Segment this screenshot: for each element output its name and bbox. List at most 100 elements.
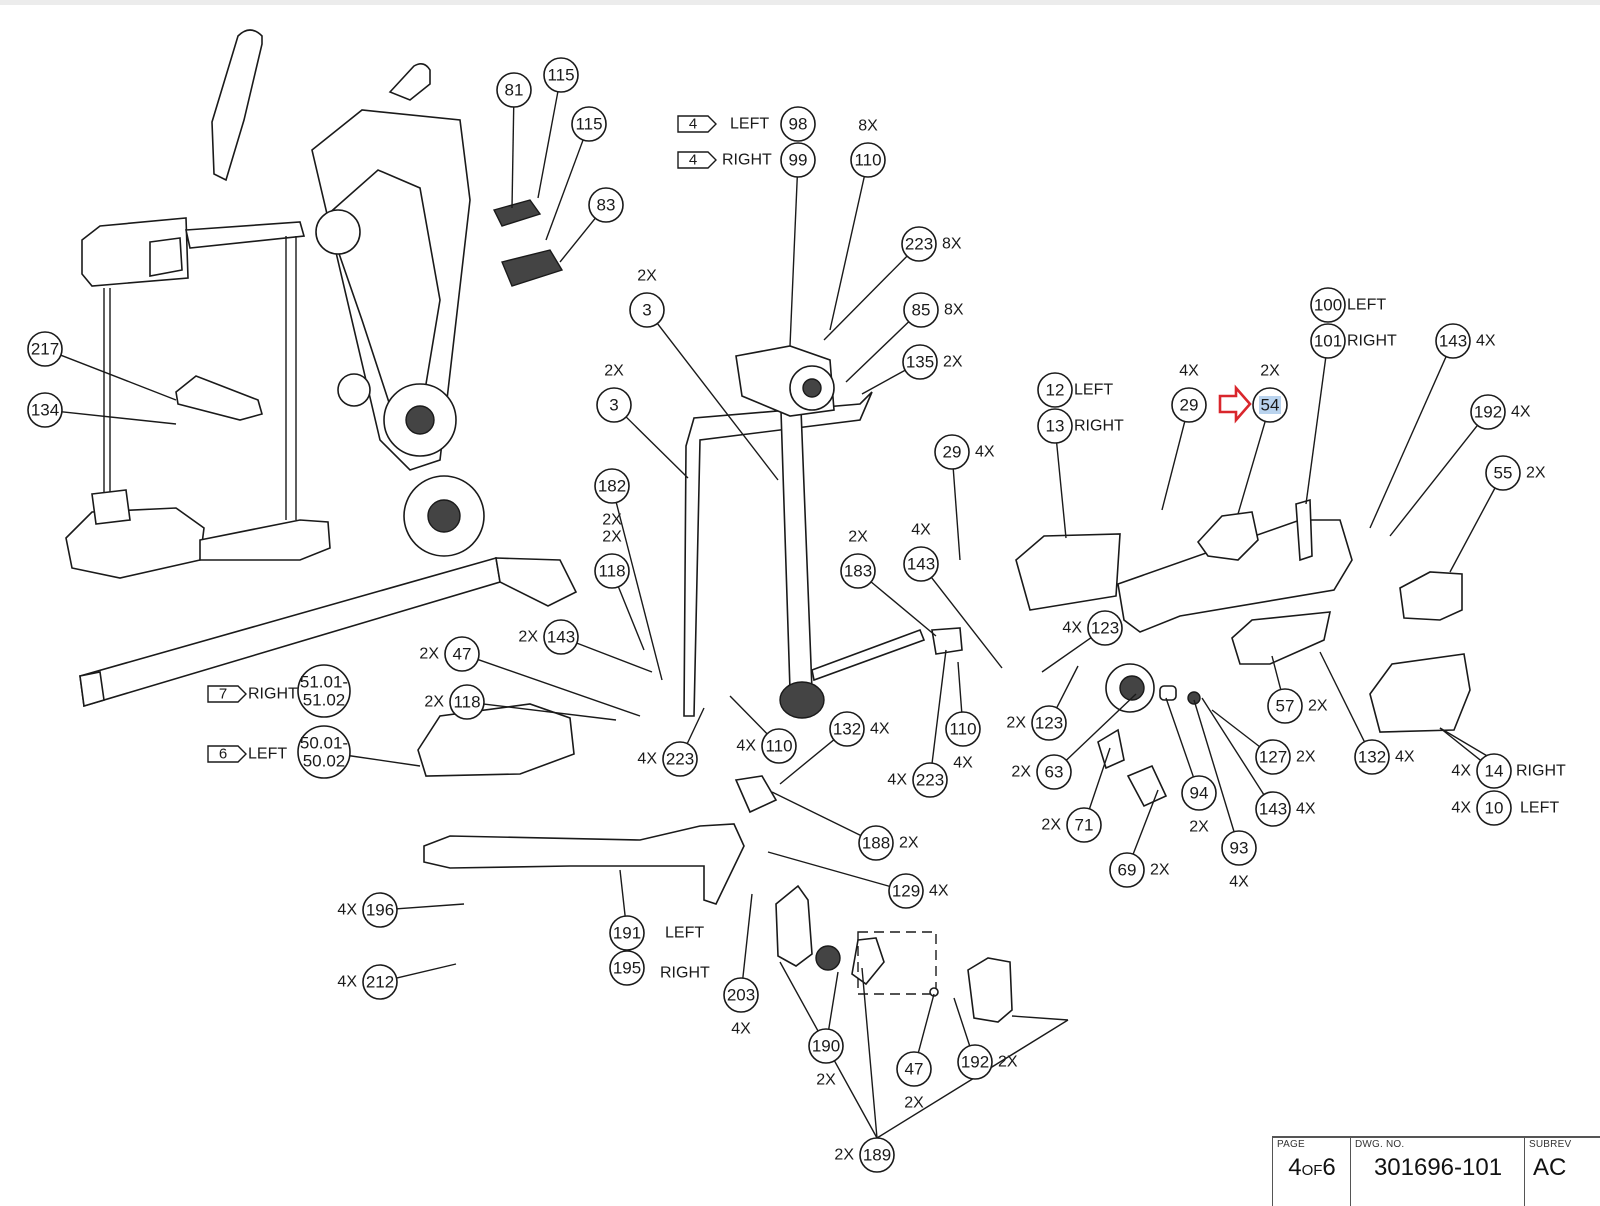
quantity-label: 2X xyxy=(637,268,657,285)
callout-number: 134 xyxy=(31,401,59,420)
callout-bubble xyxy=(1037,372,1073,408)
callout-bubble xyxy=(840,553,876,589)
leader-line-63 xyxy=(1065,693,1137,761)
callout-number: 118 xyxy=(453,693,480,712)
callout-bubble xyxy=(902,344,938,380)
callout-bubble xyxy=(903,292,939,328)
leader-line-132 xyxy=(1319,651,1366,743)
callout-bubble xyxy=(297,664,351,718)
callout-number: 129 xyxy=(892,882,920,901)
flag-number: 4 xyxy=(689,116,697,133)
leader-line-85 xyxy=(845,321,910,383)
leader-line-57 xyxy=(1271,655,1282,690)
flag-number: 4 xyxy=(689,152,697,169)
callout-bubble xyxy=(449,684,485,720)
quantity-label: 2X xyxy=(998,1054,1018,1071)
leader-line-81 xyxy=(511,106,515,209)
side-label: LEFT xyxy=(1074,382,1113,399)
callout-bubble xyxy=(780,142,816,178)
callout-number: 83 xyxy=(597,196,616,215)
callout-3: 3 2X xyxy=(629,268,665,328)
leader-line-47 xyxy=(477,658,641,717)
drawing-number-cell: DWG. NO. 301696-101 xyxy=(1350,1138,1525,1206)
callout-bubble xyxy=(945,711,981,747)
callout-bubble xyxy=(1221,830,1257,866)
callout-217: 217 xyxy=(27,331,63,367)
callout-bubble xyxy=(957,1044,993,1080)
quantity-label: 2X xyxy=(602,529,622,546)
side-label: LEFT xyxy=(665,925,704,942)
callout-number: 98 xyxy=(789,115,808,134)
callout-115: 115 xyxy=(571,106,607,142)
side-label: RIGHT xyxy=(1516,763,1566,780)
callout-bubble xyxy=(858,825,894,861)
callout-bubble xyxy=(662,741,698,777)
callout-number: 127 xyxy=(1259,748,1287,767)
callout-bubble xyxy=(901,226,937,262)
callout-bubble xyxy=(723,977,759,1013)
callout-50.01-50.02: 50.01-50.02 xyxy=(297,725,351,779)
callout-bubble xyxy=(588,187,624,223)
callout-number: 143 xyxy=(907,555,935,574)
leader-line-71 xyxy=(1088,747,1111,810)
leader-line-217 xyxy=(60,354,177,401)
callout-number: 12 xyxy=(1046,381,1065,400)
flag-tag-shape xyxy=(207,745,247,763)
leader-line-110 xyxy=(729,695,768,735)
quantity-label: 2X xyxy=(604,363,624,380)
callout-number: 51.01- xyxy=(300,673,348,692)
callout-bubble xyxy=(912,762,948,798)
callout-number: 123 xyxy=(1091,619,1119,638)
callout-bubble xyxy=(1037,408,1073,444)
leader-line-212 xyxy=(396,963,457,979)
link-arm-illustration xyxy=(417,703,1013,1023)
callout-number: 189 xyxy=(863,1146,891,1165)
callout-number: 85 xyxy=(912,301,931,320)
callout-number: 3 xyxy=(642,301,651,320)
callout-bubble xyxy=(850,142,886,178)
leader-line-69 xyxy=(1132,789,1159,855)
callout-bubble xyxy=(1255,791,1291,827)
leader-line-135 xyxy=(861,369,906,395)
cover-assembly-illustration xyxy=(1015,498,1471,808)
callout-bubble xyxy=(1435,323,1471,359)
quantity-label: 2X xyxy=(834,1147,854,1164)
quantity-label: 4X xyxy=(1451,800,1471,817)
leader-line-123 xyxy=(1056,665,1079,709)
title-block: PAGE 4OF6 DWG. NO. 301696-101 SUBREV AC xyxy=(1272,1136,1600,1206)
quantity-label: 4X xyxy=(929,883,949,900)
quantity-label: 4X xyxy=(1451,763,1471,780)
callout-bubble xyxy=(888,873,924,909)
callout-number: 115 xyxy=(547,66,574,85)
callout-189: 189 2X xyxy=(834,1137,895,1173)
side-label: RIGHT xyxy=(1347,333,1397,350)
leader-line-134 xyxy=(61,411,177,425)
quantity-label: 4X xyxy=(975,444,995,461)
quantity-label: 2X xyxy=(1308,698,1328,715)
flag-side-label: LEFT xyxy=(248,746,287,763)
callout-number: 13 xyxy=(1046,417,1065,436)
callout-12: 12 LEFT xyxy=(1037,372,1113,408)
quantity-label: 4X xyxy=(1511,404,1531,421)
flag-tag-shape xyxy=(207,685,247,703)
quantity-label: 4X xyxy=(1296,801,1316,818)
quantity-label: 2X xyxy=(1150,862,1170,879)
quantity-label: 2X xyxy=(904,1095,924,1112)
